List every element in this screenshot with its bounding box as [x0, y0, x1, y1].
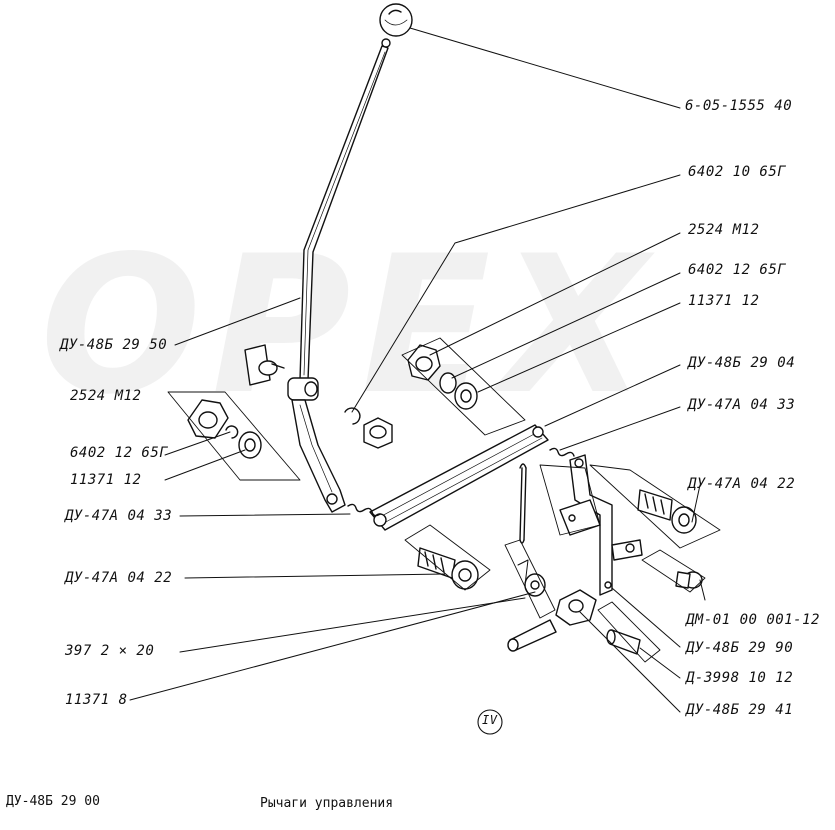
- view-marker: IV: [482, 713, 498, 727]
- label-washer-64021265-right: 6402 12 65Г: [688, 262, 787, 278]
- watermark: OPEX: [40, 215, 658, 436]
- label-washer-113718: 11371 8: [65, 692, 128, 708]
- connecting-rod-part: [369, 424, 549, 531]
- label-washer-64021265-left: 6402 12 65Г: [70, 445, 169, 461]
- label-bolt-470422-left: ДУ-47А 04 22: [65, 570, 173, 586]
- right-bracket-part: [539, 454, 643, 596]
- label-cotter-397: 397 2 × 20: [65, 643, 155, 659]
- leader-lines: [129, 27, 706, 713]
- center-fastener-group: [344, 407, 393, 449]
- label-ball-knob: 6-05-1555 40: [685, 98, 793, 114]
- label-nut-2524-right: 2524 M12: [688, 222, 760, 238]
- label-rod-482904: ДУ-48Б 29 04: [688, 355, 796, 371]
- label-washer-64021065: 6402 10 65Г: [688, 164, 787, 180]
- left-bolt-part: [404, 524, 491, 591]
- label-lever-482950: ДУ-48Б 29 50: [60, 337, 168, 353]
- label-spring-470433-right: ДУ-47А 04 33: [688, 397, 796, 413]
- drawing-title: Рычаги управления: [260, 796, 394, 811]
- label-bolt-470422-right: ДУ-47А 04 22: [688, 476, 796, 492]
- pin-part: [597, 601, 661, 663]
- view-marker-circle: [477, 709, 503, 735]
- ball-knob-part: [379, 3, 413, 48]
- label-dm-part: ДМ-01 00 001-12: [686, 612, 820, 628]
- small-washer-part: [504, 539, 556, 619]
- label-bracket-482990: ДУ-48Б 29 90: [686, 640, 794, 656]
- drawing-code: ДУ-48Б 29 00: [6, 794, 100, 809]
- label-pin-3998: Д-3998 10 12: [686, 670, 794, 686]
- main-lever-part: [287, 45, 389, 513]
- label-fork-482941: ДУ-48Б 29 41: [686, 702, 794, 718]
- left-fastener-group: [167, 391, 301, 481]
- label-washer-11371-right: 11371 12: [688, 293, 760, 309]
- dm-part: [641, 549, 706, 593]
- cotter-pin-part: [517, 463, 529, 586]
- label-washer-11371-left: 11371 12: [70, 472, 142, 488]
- right-bolt-part: [589, 464, 721, 549]
- left-spring-part: [347, 503, 381, 517]
- fork-part: [507, 589, 597, 652]
- left-bracket-part: [244, 344, 285, 386]
- label-nut-2524-left: 2524 M12: [70, 388, 142, 404]
- label-spring-470433-left: ДУ-47А 04 33: [65, 508, 173, 524]
- right-spring-part: [549, 447, 575, 457]
- right-fastener-group: [401, 337, 526, 436]
